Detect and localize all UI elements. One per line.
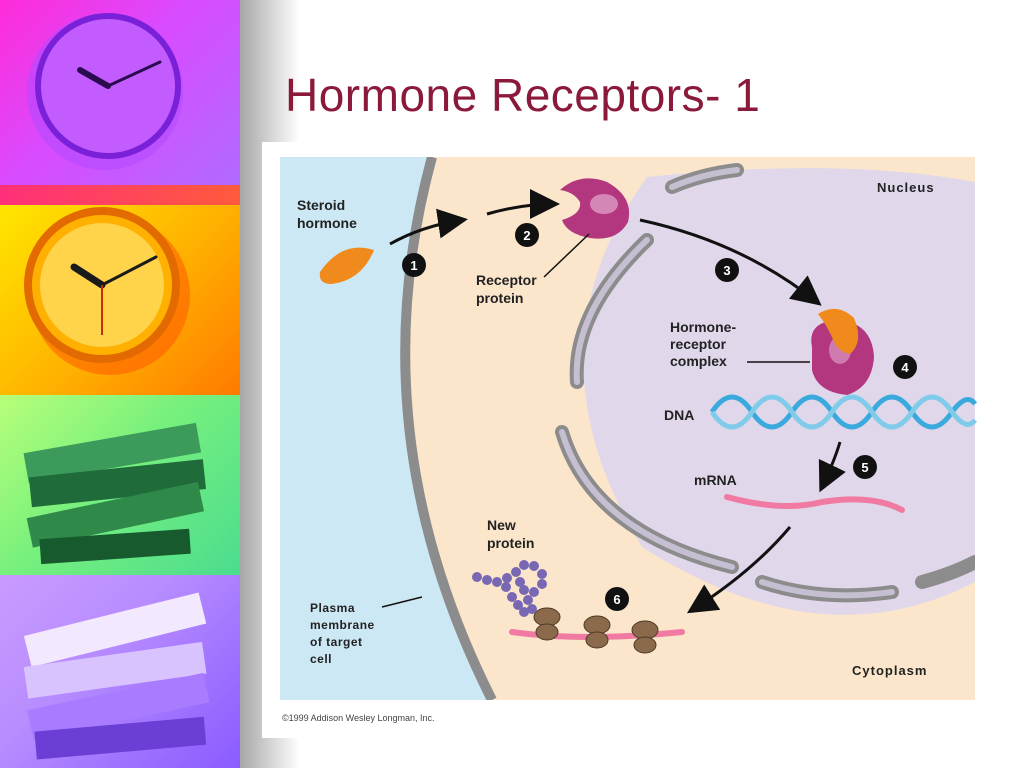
book-stack-icon (23, 592, 210, 760)
purple-books-photo (0, 575, 240, 768)
dna-helix (709, 394, 978, 430)
purple-clock-photo (0, 0, 240, 185)
hormone-receptor-diagram: 1 2 3 4 5 6 Steroid hormone Receptor pro… (262, 142, 996, 738)
copyright-notice: ©1999 Addison Wesley Longman, Inc. (282, 713, 435, 723)
svg-text:5: 5 (861, 460, 868, 475)
hormone-receptor-complex-label: Hormone- receptor complex (670, 319, 740, 369)
new-protein-label: New protein (487, 517, 534, 551)
orange-clock-photo (0, 205, 240, 395)
plasma-membrane-label: Plasma membrane of target cell (310, 601, 379, 666)
svg-text:3: 3 (723, 263, 730, 278)
decorative-bar (0, 185, 240, 205)
book-stack-icon (23, 422, 206, 565)
arrow-step-3 (639, 218, 822, 306)
step-badge-3: 3 (715, 258, 739, 282)
arrow-step-1 (389, 208, 468, 246)
steroid-hormone-shape (319, 247, 374, 284)
step-badge-2: 2 (515, 223, 539, 247)
arrow-step-5 (818, 441, 846, 493)
clock-icon (24, 207, 190, 375)
step-badge-4: 4 (893, 355, 917, 379)
clock-icon (27, 13, 183, 170)
protein-bead-chain (472, 560, 547, 617)
arrow-step-6 (686, 526, 792, 614)
step-badge-1: 1 (402, 253, 426, 277)
ribosomes (533, 607, 659, 654)
mrna-strand (724, 494, 905, 513)
svg-text:2: 2 (523, 228, 530, 243)
slide-title: Hormone Receptors- 1 (285, 69, 761, 121)
svg-text:1: 1 (410, 258, 417, 273)
cytoplasm-label: Cytoplasm (852, 663, 927, 678)
step-badge-5: 5 (853, 455, 877, 479)
step-badges: 1 2 3 4 5 6 (402, 223, 917, 611)
diagram-svg: 1 2 3 4 5 6 Steroid hormone Receptor pro… (280, 157, 978, 700)
steroid-hormone-label: Steroid hormone (297, 197, 357, 231)
green-books-photo (0, 395, 240, 575)
receptor-protein-label: Receptor protein (476, 272, 541, 306)
dna-label: DNA (664, 407, 694, 423)
svg-text:6: 6 (613, 592, 620, 607)
arrow-step-2 (486, 189, 560, 220)
mrna-label: mRNA (694, 472, 737, 488)
nucleus-label: Nucleus (877, 180, 935, 195)
decorative-photo-strip (0, 0, 240, 768)
step-badge-6: 6 (605, 587, 629, 611)
svg-text:4: 4 (901, 360, 909, 375)
